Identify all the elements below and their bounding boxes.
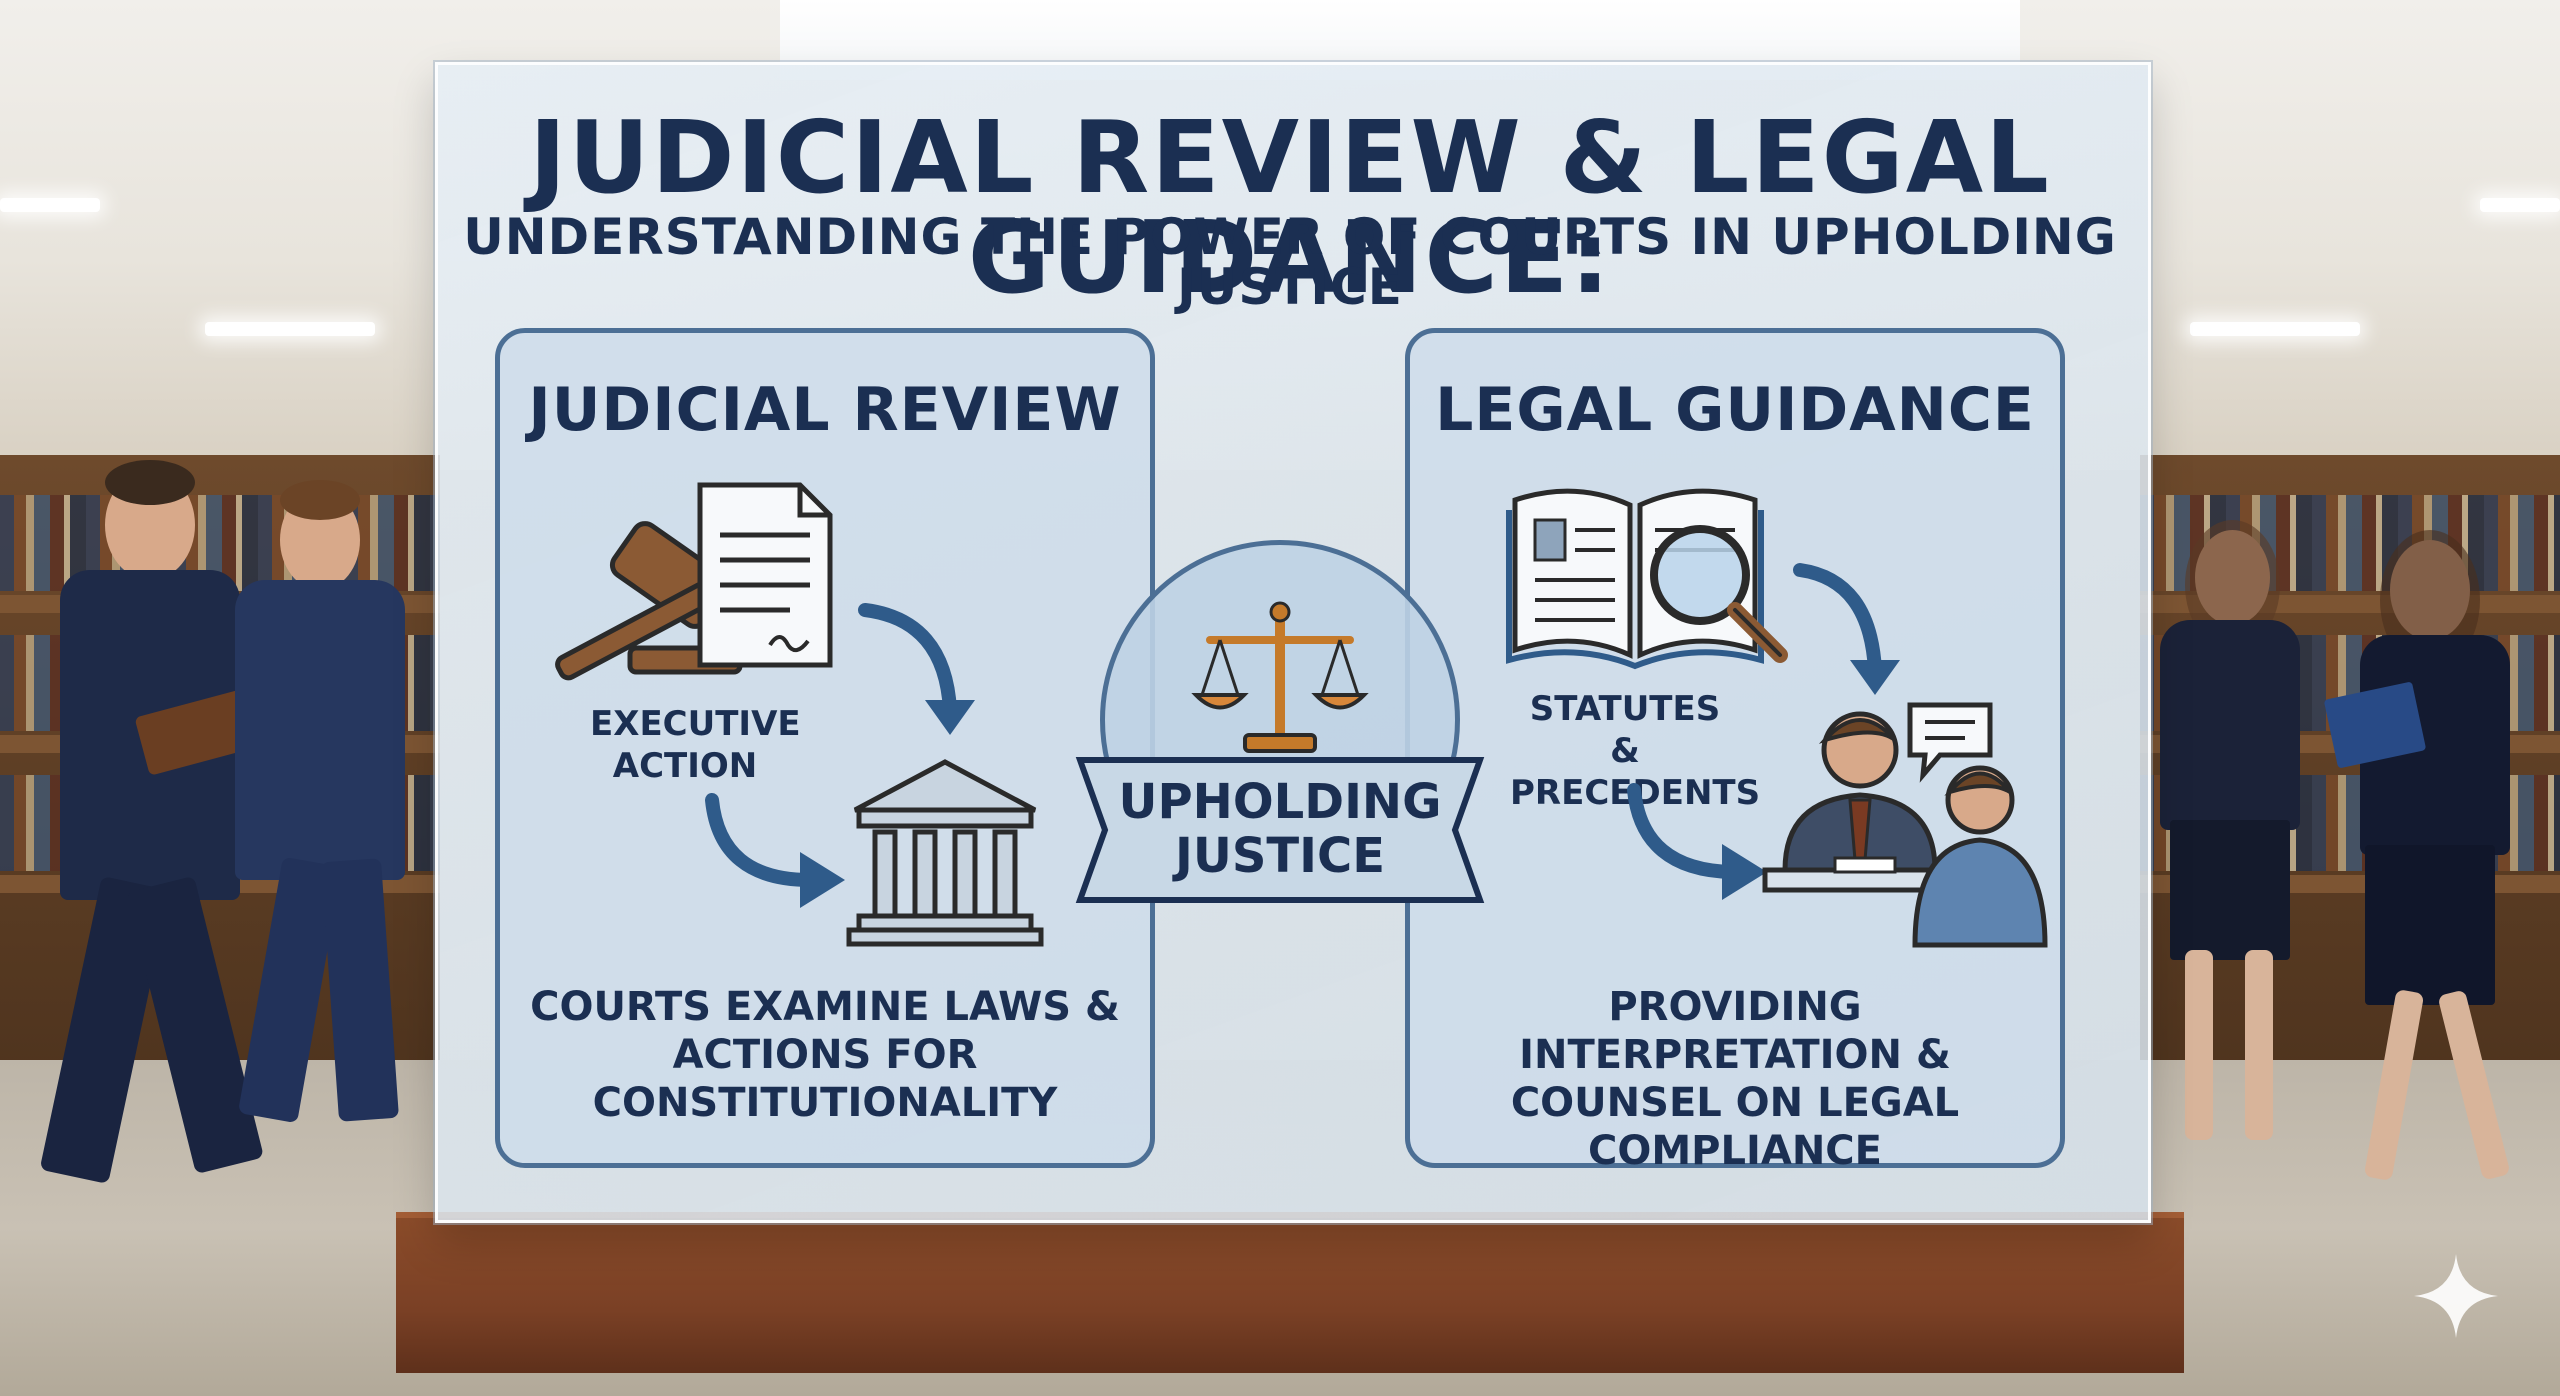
justice-banner <box>1075 757 1485 903</box>
judicial-review-card: JUDICIAL REVIEW EXECUTIVE ACTION COURTS … <box>495 328 1155 1168</box>
arrow-icon <box>705 793 845 908</box>
counsel-meeting-icon <box>1762 711 2048 948</box>
scales-icon <box>1191 601 1369 753</box>
woman-left <box>2140 520 2320 1160</box>
ceiling-light <box>0 198 100 212</box>
main-title: JUDICIAL REVIEW & LEGAL GUIDANCE: <box>529 99 2051 316</box>
magnifier-icon <box>1650 525 1788 663</box>
man-walking-left <box>20 460 300 1200</box>
main-subtitle: UNDERSTANDING THE POWER OF COURTS IN UPH… <box>463 208 2117 316</box>
judicial-review-caption: COURTS EXAMINE LAWS & ACTIONS FOR CONSTI… <box>530 984 1120 1126</box>
man-walking-right <box>210 480 430 1140</box>
woman-right <box>2320 530 2540 1200</box>
courthouse-icon <box>846 759 1044 947</box>
document-icon <box>697 482 833 668</box>
arrow-icon <box>1627 783 1767 900</box>
sparkle-icon <box>2414 1254 2498 1338</box>
executive-action-label: EXECUTIVE ACTION <box>590 704 801 786</box>
judicial-review-title: JUDICIAL REVIEW <box>528 375 1122 445</box>
legal-guidance-title: LEGAL GUIDANCE <box>1435 375 2035 445</box>
arrow-icon <box>1793 563 1900 695</box>
legal-guidance-caption: PROVIDING INTERPRETATION & COUNSEL ON LE… <box>1510 984 1960 1174</box>
ceiling-light <box>205 322 375 336</box>
wooden-stand <box>396 1212 2184 1373</box>
ceiling-light <box>2190 322 2360 336</box>
arrow-icon <box>858 603 975 735</box>
banner-text: UPHOLDING JUSTICE <box>1118 774 1442 884</box>
speech-bubble-icon <box>1907 702 1993 783</box>
ceiling-light <box>2480 198 2560 212</box>
